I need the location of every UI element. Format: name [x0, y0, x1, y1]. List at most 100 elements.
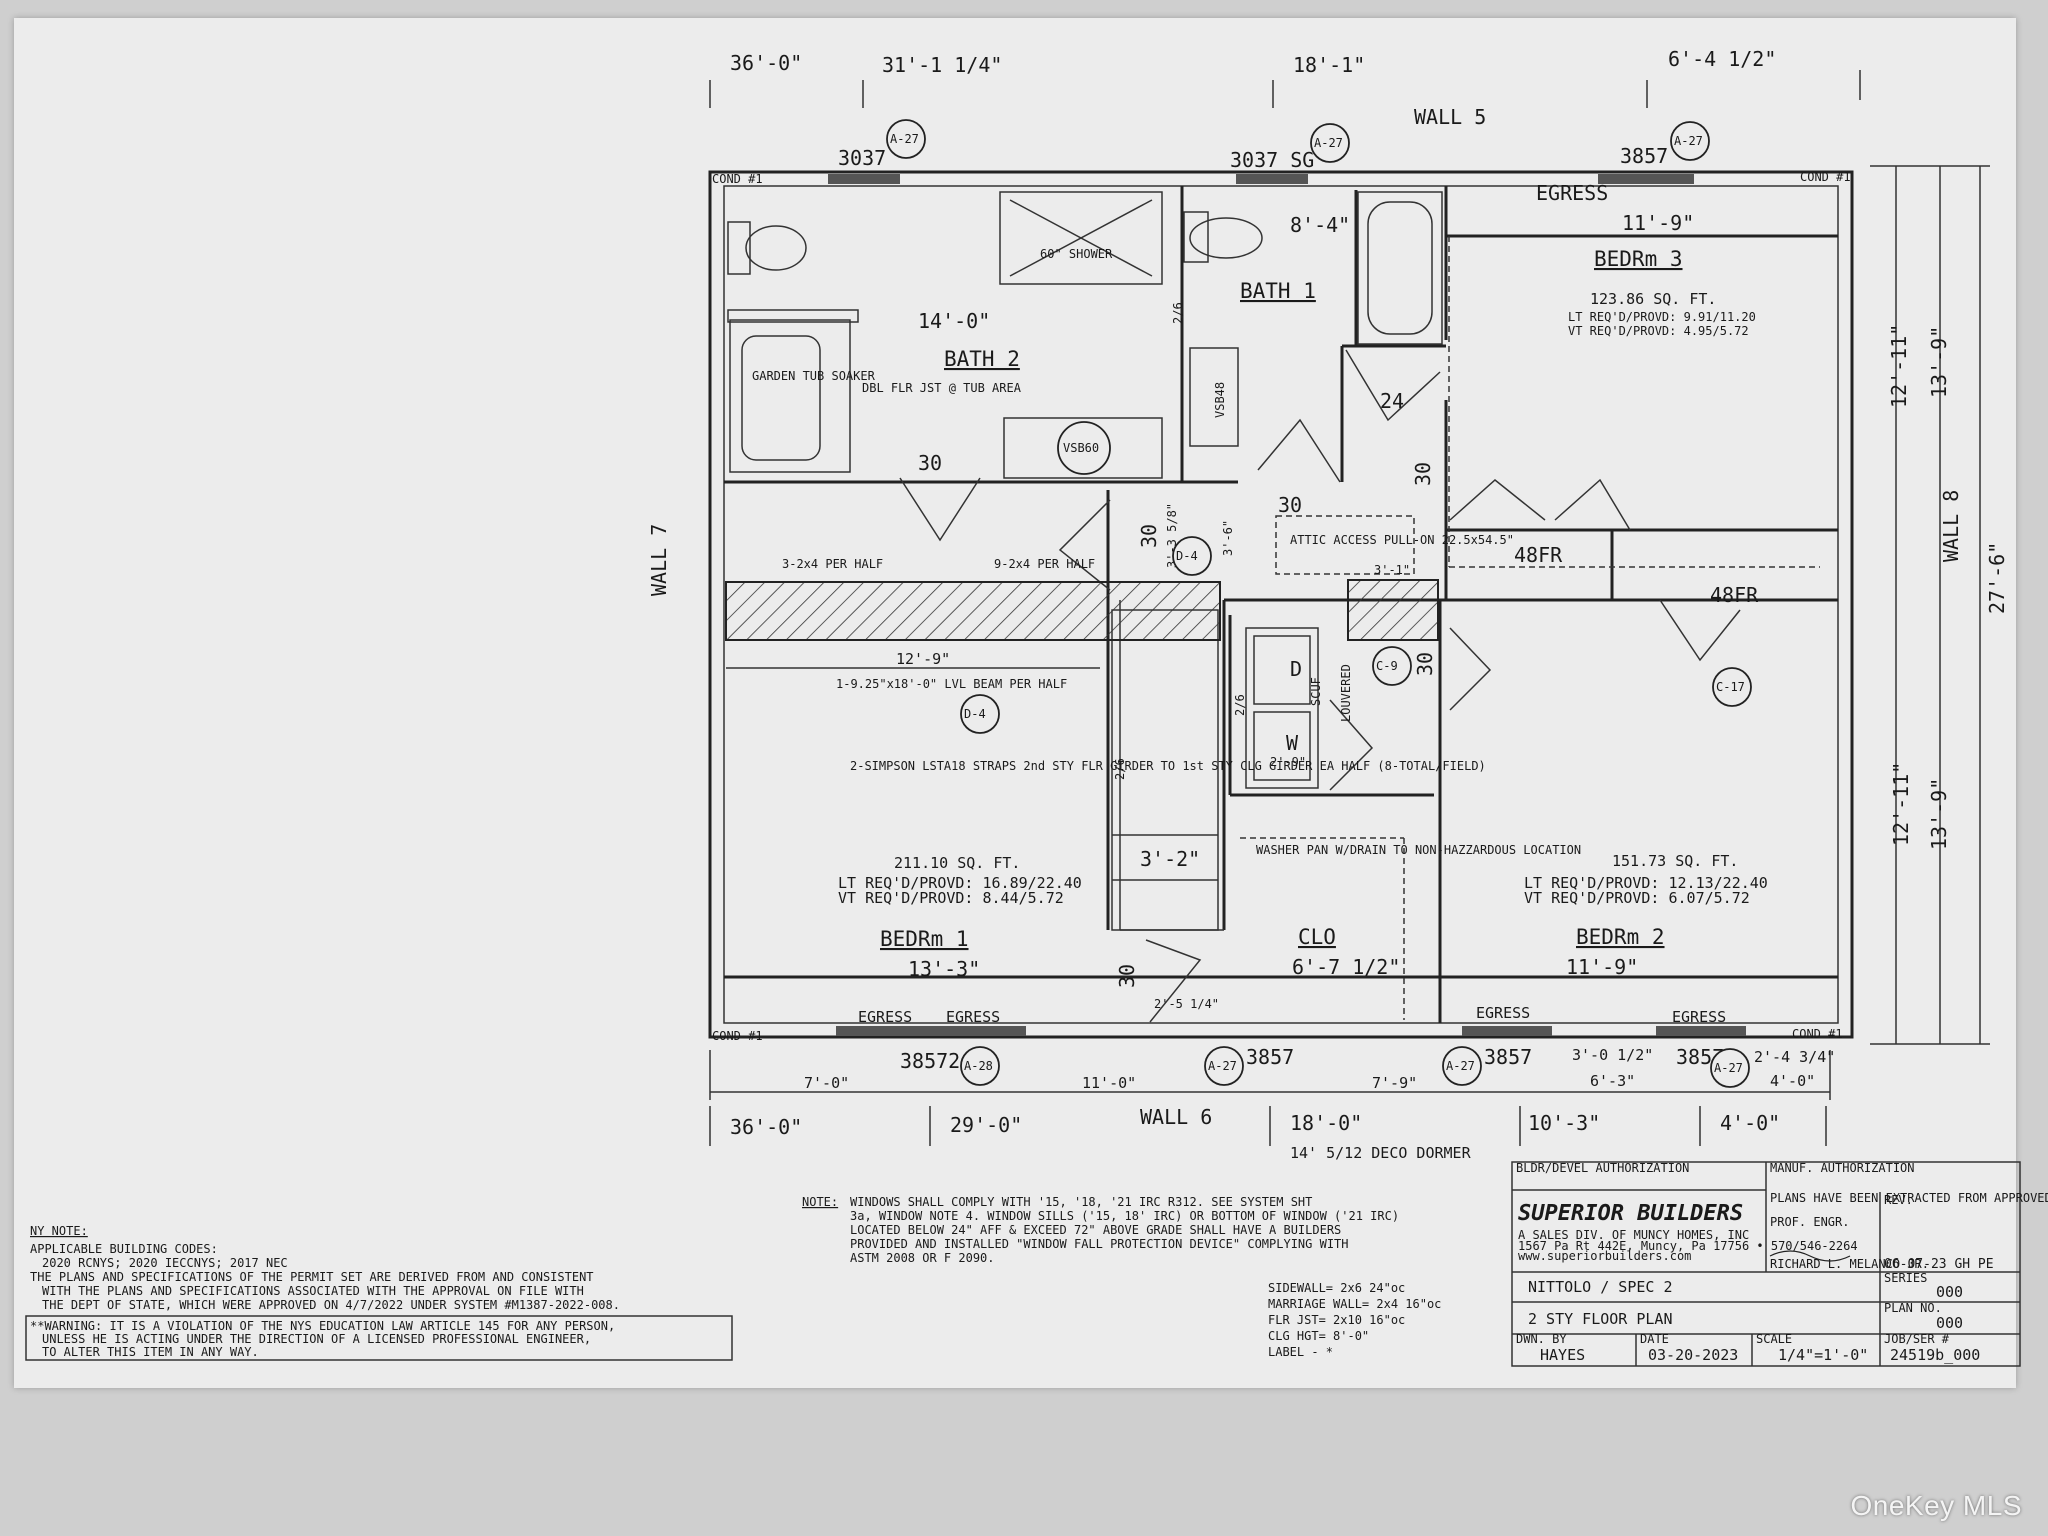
spec-sidewall: SIDEWALL= 2x6 24"oc: [1268, 1281, 1405, 1295]
bath2-name: BATH 2: [944, 347, 1020, 371]
beam-right-note: 9-2x4 PER HALF: [994, 557, 1095, 571]
closet-name: CLO: [1298, 925, 1336, 949]
window-ref-bot-4: A-27: [1714, 1061, 1743, 1075]
windows-note-line-3: LOCATED BELOW 24" AFF & EXCEED 72" ABOVE…: [850, 1223, 1341, 1237]
prof-engr-label: PROF. ENGR.: [1770, 1215, 1849, 1229]
warning-line-2: UNLESS HE IS ACTING UNDER THE DIRECTION …: [42, 1332, 591, 1346]
scale-label: SCALE: [1756, 1332, 1792, 1346]
window-label-bot-2: 3857: [1246, 1045, 1294, 1069]
interior-walls: [724, 186, 1838, 1023]
laundry-dryer: D: [1290, 657, 1302, 681]
sheet-title: 2 STY FLOOR PLAN: [1528, 1310, 1673, 1328]
company-name: SUPERIOR BUILDERS: [1518, 1201, 1743, 1226]
plan-value: 000: [1936, 1314, 1963, 1332]
egress-label-b2: EGRESS: [946, 1008, 1000, 1026]
date-value: 03-20-2023: [1648, 1346, 1738, 1364]
closet: CLO 6'-7 1/2": [1292, 925, 1400, 979]
beam-span: 12'-9": [896, 650, 950, 668]
garden-tub-label: GARDEN TUB SOAKER: [752, 369, 876, 383]
dim-3-6: 3'-6": [1221, 520, 1235, 556]
wall-7-label: WALL 7: [647, 524, 671, 596]
egress-label-b4: EGRESS: [1672, 1008, 1726, 1026]
window-ref-top-2: A-27: [1314, 136, 1343, 150]
bedroom3-closet: 48FR: [1514, 543, 1563, 567]
wall-8-label: WALL 8: [1939, 490, 1963, 562]
attic-access-note: ATTIC ACCESS PULL-ON 22.5x54.5": [1290, 533, 1514, 547]
ny-note-line-5: THE DEPT OF STATE, WHICH WERE APPROVED O…: [42, 1298, 620, 1312]
vanity-vsb48: VSB48: [1213, 382, 1227, 418]
vanity-vsb60: VSB60: [1063, 441, 1099, 455]
dim-2-9: 2'-9": [1270, 755, 1306, 769]
right-dim-3: 27'-6": [1985, 542, 2009, 614]
bedroom2-closet: 48FR: [1710, 583, 1759, 607]
spec-clg-hgt: CLG HGT= 8'-0": [1268, 1329, 1369, 1343]
spec-list: SIDEWALL= 2x6 24"oc MARRIAGE WALL= 2x4 1…: [1268, 1281, 1441, 1359]
dim-2-5-1-4: 2'-5 1/4": [1154, 997, 1219, 1011]
dealer-auth: BLDR/DEVEL AUTHORIZATION: [1516, 1161, 1689, 1175]
top-dim-3: 18'-1": [1293, 53, 1365, 77]
windows-note-line-2: 3a, WINDOW NOTE 4. WINDOW SILLS ('15, 18…: [850, 1209, 1399, 1223]
window-ref-bot-1: A-28: [964, 1059, 993, 1073]
company-sub: A SALES DIV. OF MUNCY HOMES, INC: [1518, 1228, 1749, 1242]
windows-note-line-1: WINDOWS SHALL COMPLY WITH '15, '18, '21 …: [850, 1195, 1312, 1209]
top-windows: 3037 A-27 3037_SG A-27 3857 A-27: [838, 119, 1710, 172]
project-name: NITTOLO / SPEC 2: [1528, 1278, 1673, 1296]
bot2-dim-3: 18'-0": [1290, 1111, 1362, 1135]
door-30-c: 30: [1413, 652, 1437, 676]
louvered-note: LOUVERED: [1339, 664, 1353, 722]
bedroom2-area: 151.73 SQ. FT.: [1612, 852, 1738, 870]
ny-note-line-1: APPLICABLE BUILDING CODES:: [30, 1242, 218, 1256]
bedroom2: BEDRm 2 11'-9" 151.73 SQ. FT. LT REQ'D/P…: [1524, 583, 1768, 979]
top-dim-2: 31'-1 1/4": [882, 53, 1002, 77]
window-label-top-2: 3037_SG: [1230, 148, 1314, 172]
beam-note: 1-9.25"x18'-0" LVL BEAM PER HALF: [836, 677, 1067, 691]
bot-dim-1: 7'-0": [804, 1074, 849, 1092]
bedroom3-name: BEDRm 3: [1594, 247, 1683, 271]
lvl-beam-hatch: [725, 581, 1221, 641]
window-label-top-3: 3857: [1620, 144, 1668, 168]
ny-note-title: NY NOTE:: [30, 1224, 88, 1238]
plan-label: PLAN NO.: [1884, 1301, 1942, 1315]
rev-value: 06-07-23 GH PE: [1884, 1257, 1994, 1272]
window-label-bot-3: 3857: [1484, 1045, 1532, 1069]
bedroom1-area: 211.10 SQ. FT.: [894, 854, 1020, 872]
bath1: BATH 1 8'-4" VSB48 30: [1213, 213, 1350, 517]
egress-label-top: EGRESS: [1536, 181, 1608, 205]
ref-d4-a: D-4: [1176, 549, 1198, 563]
ny-note-line-3: THE PLANS AND SPECIFICATIONS OF THE PERM…: [30, 1270, 594, 1284]
warning-line-3: TO ALTER THIS ITEM IN ANY WAY.: [42, 1345, 259, 1359]
series-value: 000: [1936, 1283, 1963, 1301]
bath1-door: 30: [1278, 493, 1302, 517]
bedroom1-width: 13'-3": [908, 957, 980, 981]
right-dim-2: 13'-9": [1927, 326, 1951, 398]
bedroom2-name: BEDRm 2: [1576, 925, 1665, 949]
bedroom2-vt: VT REQ'D/PROVD: 6.07/5.72: [1524, 889, 1750, 907]
stair-width: 3'-2": [1140, 847, 1200, 871]
cond-label-bl: COND #1: [712, 1029, 763, 1043]
right-dim-4: 12'-11": [1889, 762, 1913, 846]
door-30-d: 30: [1115, 964, 1139, 988]
egress-label-b3: EGRESS: [1476, 1004, 1530, 1022]
door-30-a: 30: [1411, 462, 1435, 486]
spec-label: LABEL - *: [1268, 1345, 1333, 1359]
bot-dim-7: 4'-0": [1770, 1072, 1815, 1090]
company-web: www.superiorbuilders.com: [1518, 1249, 1691, 1263]
bedroom2-lt: LT REQ'D/PROVD: 12.13/22.40: [1524, 874, 1768, 892]
ny-note-line-2: 2020 RCNYS; 2020 IECCNYS; 2017 NEC: [42, 1256, 288, 1270]
window-ref-top-1: A-27: [890, 132, 919, 146]
approval-note: PLANS HAVE BEEN EXTRACTED FROM APPROVED …: [1770, 1191, 2048, 1205]
egress-label-b1: EGRESS: [858, 1008, 912, 1026]
label-2-6-a: 2/6: [1171, 302, 1185, 324]
bath2-door: 30: [918, 451, 942, 475]
bottom-windows: 38572 A-28 A-27 3857 A-27 3857 3857 A-27: [900, 1045, 1750, 1088]
bath1-width: 8'-4": [1290, 213, 1350, 237]
dbl-flr-label: DBL FLR JST @ TUB AREA: [862, 381, 1022, 395]
cond-label-tl: COND #1: [712, 172, 763, 186]
windows-note-line-4: PROVIDED AND INSTALLED "WINDOW FALL PROT…: [850, 1237, 1349, 1251]
scale-value: 1/4"=1'-0": [1778, 1346, 1868, 1364]
bot2-dim-1: 36'-0": [730, 1115, 802, 1139]
closet-24: 24: [1380, 389, 1404, 413]
bot-dim-6: 2'-4 3/4": [1754, 1048, 1835, 1066]
engineer-name: RICHARD L. MELANCO JR.: [1770, 1257, 1929, 1271]
